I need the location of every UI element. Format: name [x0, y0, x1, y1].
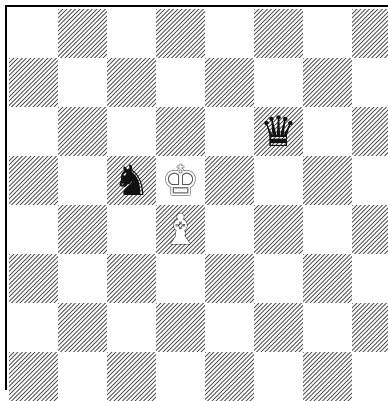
square-g4[interactable] — [303, 205, 352, 254]
square-c6[interactable] — [107, 107, 156, 156]
square-g8[interactable] — [303, 9, 352, 58]
square-a5[interactable] — [9, 156, 58, 205]
square-f5[interactable] — [254, 156, 303, 205]
square-f7[interactable] — [254, 58, 303, 107]
white-king-icon[interactable]: ♚ — [156, 156, 205, 205]
square-e2[interactable] — [205, 303, 254, 352]
square-a7[interactable] — [9, 58, 58, 107]
square-b6[interactable] — [58, 107, 107, 156]
square-c1[interactable] — [107, 352, 156, 401]
square-d4[interactable]: ♝ — [156, 205, 205, 254]
square-b7[interactable] — [58, 58, 107, 107]
black-queen-icon[interactable]: ♛ — [254, 107, 303, 156]
square-c4[interactable] — [107, 205, 156, 254]
square-f3[interactable] — [254, 254, 303, 303]
square-b1[interactable] — [58, 352, 107, 401]
square-h1[interactable] — [352, 352, 388, 401]
square-a1[interactable] — [9, 352, 58, 401]
square-e1[interactable] — [205, 352, 254, 401]
square-a6[interactable] — [9, 107, 58, 156]
square-g2[interactable] — [303, 303, 352, 352]
square-b4[interactable] — [58, 205, 107, 254]
square-a8[interactable] — [9, 9, 58, 58]
square-e7[interactable] — [205, 58, 254, 107]
square-d1[interactable] — [156, 352, 205, 401]
square-f2[interactable] — [254, 303, 303, 352]
black-knight-icon[interactable]: ♞ — [107, 156, 156, 205]
square-e8[interactable] — [205, 9, 254, 58]
square-f6[interactable]: ♛ — [254, 107, 303, 156]
square-b8[interactable] — [58, 9, 107, 58]
square-d6[interactable] — [156, 107, 205, 156]
square-h8[interactable] — [352, 9, 388, 58]
square-d5[interactable]: ♚ — [156, 156, 205, 205]
square-h4[interactable] — [352, 205, 388, 254]
square-e6[interactable] — [205, 107, 254, 156]
square-d2[interactable] — [156, 303, 205, 352]
chessboard-frame: ♛ ♞♚♝ — [5, 5, 388, 390]
square-f4[interactable] — [254, 205, 303, 254]
square-e5[interactable] — [205, 156, 254, 205]
square-c3[interactable] — [107, 254, 156, 303]
square-g3[interactable] — [303, 254, 352, 303]
square-e4[interactable] — [205, 205, 254, 254]
square-c8[interactable] — [107, 9, 156, 58]
square-d3[interactable] — [156, 254, 205, 303]
square-a3[interactable] — [9, 254, 58, 303]
square-f1[interactable] — [254, 352, 303, 401]
square-b2[interactable] — [58, 303, 107, 352]
square-b3[interactable] — [58, 254, 107, 303]
square-h2[interactable] — [352, 303, 388, 352]
square-g7[interactable] — [303, 58, 352, 107]
white-bishop-icon[interactable]: ♝ — [156, 205, 205, 254]
square-d7[interactable] — [156, 58, 205, 107]
square-a2[interactable] — [9, 303, 58, 352]
square-g6[interactable] — [303, 107, 352, 156]
square-h3[interactable] — [352, 254, 388, 303]
square-b5[interactable] — [58, 156, 107, 205]
square-g5[interactable] — [303, 156, 352, 205]
chessboard: ♛ ♞♚♝ — [9, 9, 388, 401]
square-h5[interactable] — [352, 156, 388, 205]
square-d8[interactable] — [156, 9, 205, 58]
square-c7[interactable] — [107, 58, 156, 107]
square-g1[interactable] — [303, 352, 352, 401]
square-c5[interactable]: ♞ — [107, 156, 156, 205]
square-h6[interactable] — [352, 107, 388, 156]
square-e3[interactable] — [205, 254, 254, 303]
square-c2[interactable] — [107, 303, 156, 352]
square-f8[interactable] — [254, 9, 303, 58]
square-a4[interactable] — [9, 205, 58, 254]
square-h7[interactable] — [352, 58, 388, 107]
